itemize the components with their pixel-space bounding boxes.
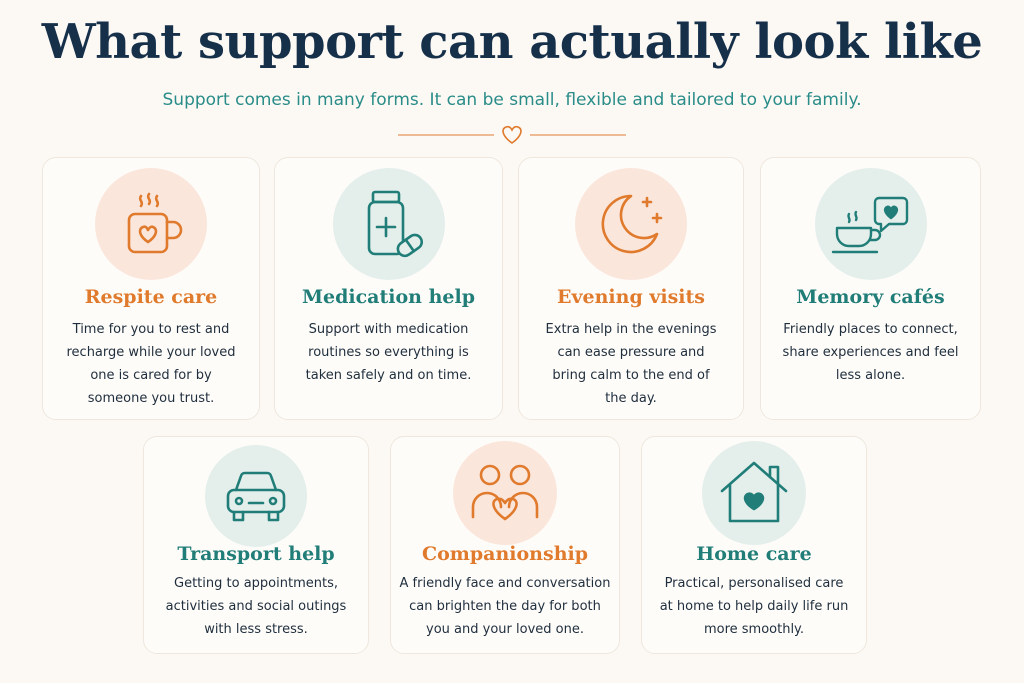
card-description: Practical, personalised care at home to … [659, 576, 849, 637]
card-respite-care: Respite care Time for you to rest and re… [42, 157, 260, 420]
card-description: Friendly places to connect, share experi… [782, 322, 959, 383]
card-description: Support with medication routines so ever… [305, 322, 472, 383]
card-home-care: Home care Practical, personalised care a… [641, 436, 867, 654]
coffee-cup-chat-icon [831, 196, 908, 254]
card-companionship: Companionship A friendly face and conver… [390, 436, 620, 654]
icon-badge [814, 168, 927, 280]
icon-badge [205, 445, 307, 547]
car-icon [226, 471, 286, 522]
card-title: Home care [696, 543, 812, 565]
card-description: Extra help in the evenings can ease pres… [545, 322, 717, 406]
card-memory-cafes: Memory cafés Friendly places to connect,… [760, 157, 981, 420]
heart-divider [398, 125, 626, 144]
divider-heart-icon [502, 125, 522, 144]
icon-badge [332, 168, 445, 280]
icon-badge [95, 168, 207, 280]
card-description: Time for you to rest and recharge while … [66, 322, 236, 406]
card-title: Companionship [421, 543, 589, 565]
card-title: Respite care [84, 286, 218, 308]
card-description: Getting to appointments, activities and … [165, 576, 347, 637]
house-heart-icon [720, 461, 788, 523]
card-medication-help: Medication help Support with medication … [274, 157, 503, 420]
moon-stars-icon [601, 194, 663, 254]
two-people-heart-icon [471, 464, 539, 521]
icon-badge [453, 441, 557, 545]
card-evening-visits: Evening visits Extra help in the evening… [518, 157, 744, 420]
page-subtitle: Support comes in many forms. It can be s… [162, 90, 862, 110]
card-description: A friendly face and conversation can bri… [399, 576, 611, 637]
icon-badge [575, 168, 687, 280]
card-title: Medication help [301, 286, 475, 308]
page-title: What support can actually look like [41, 14, 983, 70]
card-title: Transport help [177, 543, 335, 565]
heart-mug-icon [127, 192, 183, 254]
icon-badge [702, 441, 806, 545]
card-title: Memory cafés [796, 286, 945, 308]
medicine-bottle-icon [367, 190, 423, 258]
card-title: Evening visits [556, 286, 705, 308]
card-transport-help: Transport help Getting to appointments, … [143, 436, 369, 654]
